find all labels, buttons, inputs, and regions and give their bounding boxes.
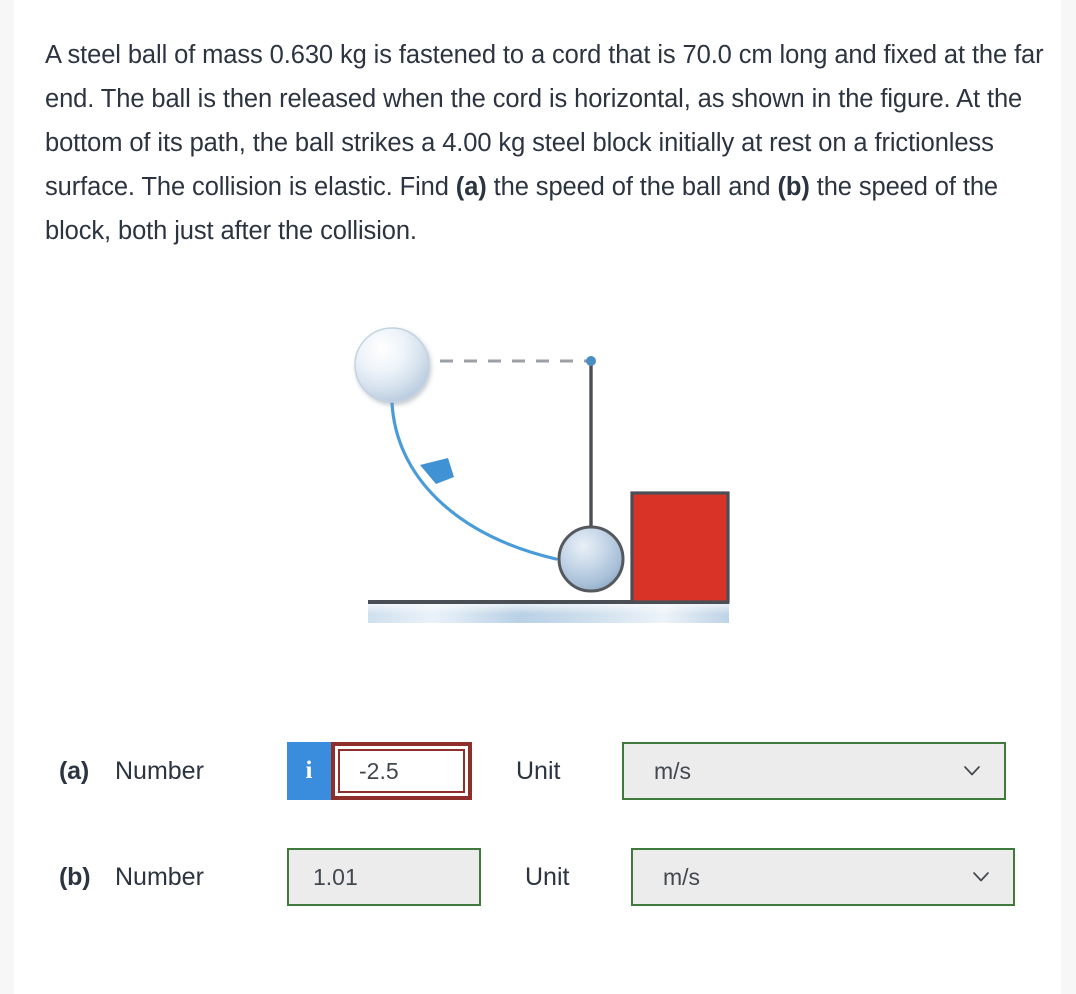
released-ball [354,327,430,403]
ground-surface-highlight [368,604,729,614]
swing-arrow-head [420,458,454,484]
chevron-down-icon [962,761,982,781]
answer-b-unit-value: m/s [663,863,701,890]
content-sheet: A steel ball of mass 0.630 kg is fastene… [14,0,1061,994]
problem-text-part-3: the speed of the block, both just after … [45,173,998,245]
answer-row-a-letter: (a) [59,756,89,785]
answer-row-b: (b) Number 1.01 Unit m/s [59,848,1015,906]
steel-block [630,491,730,604]
answer-b-number-input[interactable]: 1.01 [287,848,481,906]
answer-row-b-unit-label: Unit [525,862,570,891]
info-icon[interactable]: i [287,742,331,800]
answer-row-a: (a) Number i -2.5 Unit m/s [59,742,1006,800]
answer-a-unit-select[interactable]: m/s [622,742,1006,800]
physics-figure [344,325,764,635]
answer-row-a-number-group: i -2.5 [287,742,472,800]
swing-arc-path [390,401,558,561]
answer-row-b-number-label: Number [115,862,204,891]
problem-statement: A steel ball of mass 0.630 kg is fastene… [45,33,1045,253]
problem-label-b: (b) [777,173,810,201]
answer-row-b-number-group: 1.01 [287,848,481,906]
pivot-dot [586,356,596,366]
answer-row-b-letter: (b) [59,862,91,891]
answer-row-a-unit-label: Unit [516,756,561,785]
answer-a-number-input[interactable]: -2.5 [331,742,472,800]
answer-row-a-number-label: Number [115,756,204,785]
answer-a-unit-value: m/s [654,757,692,784]
answer-b-unit-select[interactable]: m/s [631,848,1015,906]
problem-text-part-1: A steel ball of mass 0.630 kg is fastene… [45,41,1044,201]
problem-label-a: (a) [455,173,487,201]
problem-text-part-2: the speed of the ball and [486,173,778,201]
chevron-down-icon [971,867,991,887]
impact-ball [557,525,625,593]
